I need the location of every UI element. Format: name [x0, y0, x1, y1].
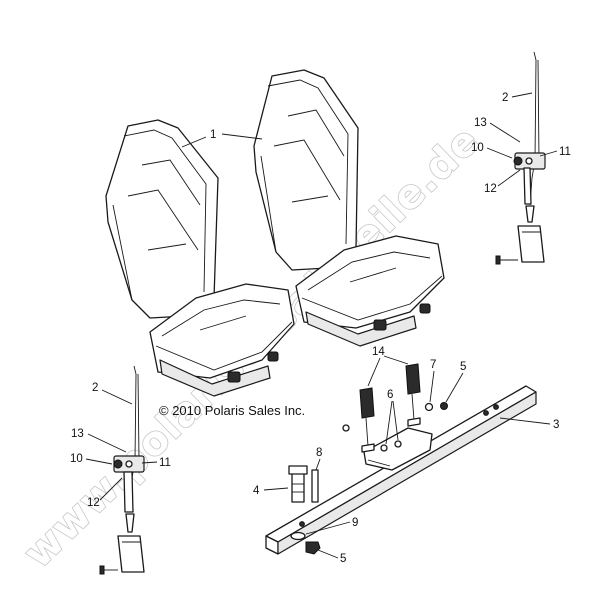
leader-12-right	[497, 169, 521, 187]
leader-11-left	[141, 461, 158, 464]
leader-1a	[181, 136, 207, 148]
seat-belt-assembly-left	[99, 365, 145, 575]
callout-5-top: 5	[460, 361, 466, 373]
leader-1b	[221, 133, 263, 140]
leader-12-left	[99, 477, 123, 501]
leader-4	[263, 487, 289, 491]
leader-3	[499, 417, 551, 425]
fastener-b	[394, 440, 402, 448]
callout-6: 6	[387, 389, 393, 401]
leader-14b	[383, 355, 409, 365]
leader-13-left	[87, 433, 127, 453]
leader-2-right	[511, 92, 533, 98]
nut-bottom	[305, 541, 321, 555]
leader-11-right	[539, 150, 558, 157]
leader-2-left	[101, 389, 133, 405]
fastener-c	[342, 424, 350, 432]
callout-12-right: 12	[484, 183, 497, 195]
leader-6a	[385, 400, 393, 445]
pin	[311, 469, 319, 503]
callout-7: 7	[430, 359, 436, 371]
washer-bottom	[290, 531, 306, 541]
callout-11-left: 11	[159, 457, 171, 469]
nut-top	[440, 402, 448, 410]
callout-3: 3	[553, 419, 559, 431]
leader-10-left	[85, 458, 113, 465]
washer-top	[424, 402, 434, 412]
callout-4: 4	[253, 485, 260, 497]
callout-1: 1	[210, 129, 216, 141]
callout-11-right: 11	[559, 146, 571, 158]
callout-5-bottom: 5	[340, 553, 346, 565]
callout-13-left: 13	[71, 428, 84, 440]
fastener-a	[380, 444, 388, 452]
bolt	[288, 465, 308, 503]
callout-10-left: 10	[70, 453, 83, 465]
copyright-notice: © 2010 Polaris Sales Inc.	[159, 403, 305, 418]
callout-2-right: 2	[502, 92, 508, 104]
callout-9: 9	[352, 517, 358, 529]
leader-5-bottom	[317, 549, 339, 559]
leader-13-right	[489, 122, 521, 143]
seat-belt-assembly-right	[495, 51, 546, 265]
leader-9	[305, 521, 351, 535]
seat-belt-buckles	[359, 363, 421, 453]
mounting-rail	[265, 385, 537, 555]
leader-7	[429, 370, 435, 403]
leader-8	[315, 458, 321, 471]
seat-left	[105, 119, 295, 397]
callout-8: 8	[316, 447, 322, 459]
callout-12-left: 12	[87, 497, 100, 509]
leader-6b	[392, 400, 399, 441]
callout-2-left: 2	[92, 382, 98, 394]
callout-14: 14	[372, 346, 385, 358]
leader-10-right	[486, 147, 513, 159]
seat-right	[253, 69, 445, 347]
callout-10-right: 10	[471, 142, 484, 154]
leader-5-top	[445, 372, 464, 403]
leader-14a	[367, 357, 381, 387]
callout-13-right: 13	[474, 117, 487, 129]
